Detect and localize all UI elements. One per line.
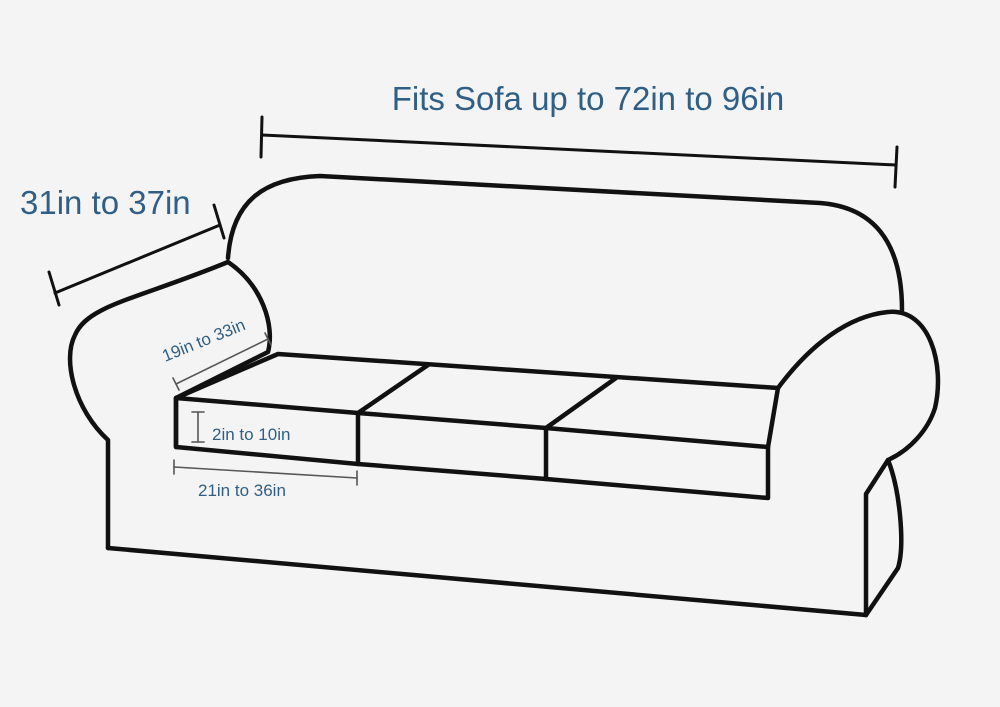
arm-depth-label: 19in to 33in xyxy=(159,315,248,366)
cushion-thickness-label: 2in to 10in xyxy=(212,425,290,444)
sofa-left-arm xyxy=(67,259,273,551)
overall-depth-label: 31in to 37in xyxy=(20,184,191,221)
sofa-right-arm xyxy=(775,309,941,618)
dimension-overall-width xyxy=(259,115,899,189)
cushion-width-label: 21in to 36in xyxy=(198,481,286,500)
sofa-outline xyxy=(67,173,941,618)
overall-width-label: Fits Sofa up to 72in to 96in xyxy=(392,80,785,117)
seat-top xyxy=(173,351,781,450)
dimension-cushion-width xyxy=(173,459,358,486)
cushion-divider-right xyxy=(543,375,619,482)
sofa-base xyxy=(105,545,869,618)
sofa-backrest xyxy=(225,173,905,313)
dimension-arm-depth xyxy=(172,332,272,391)
sofa-right-arm-edge xyxy=(863,457,904,618)
dimension-cushion-thickness xyxy=(191,411,205,443)
cushion-divider-left xyxy=(355,362,431,467)
dimension-overall-depth xyxy=(47,203,226,307)
